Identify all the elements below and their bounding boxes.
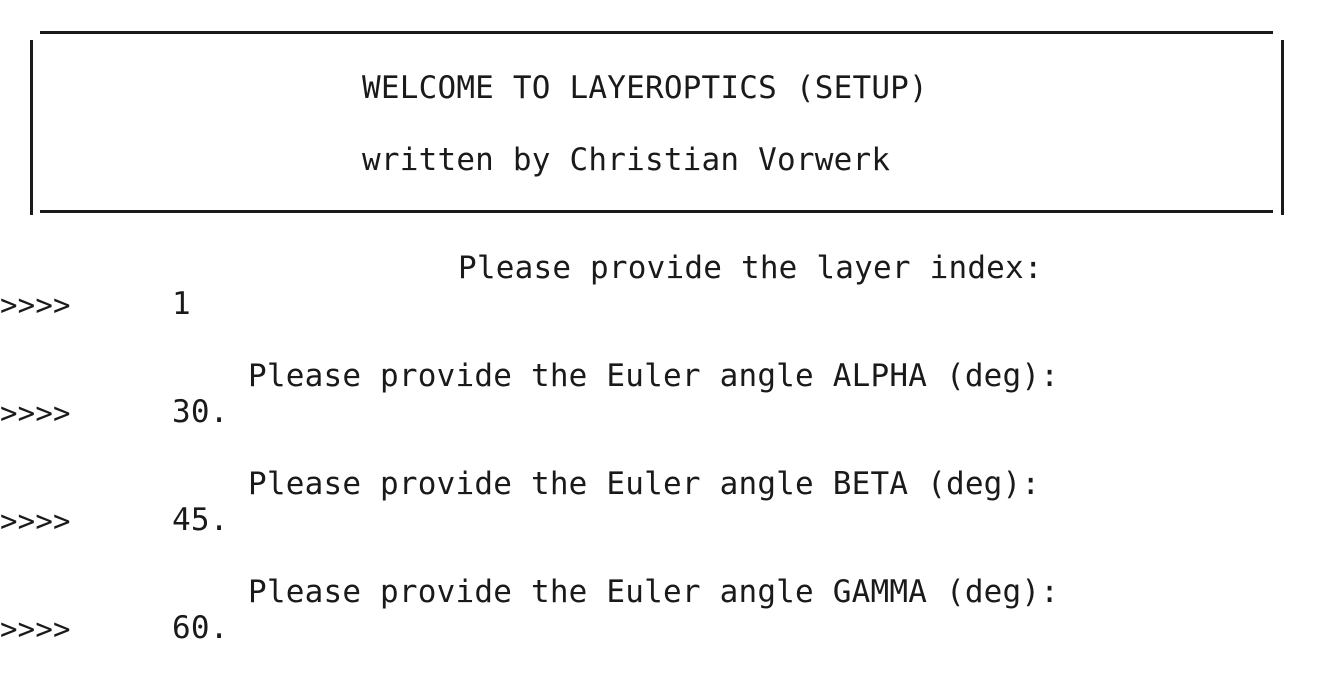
banner-author: written by Christian Vorwerk [362, 142, 891, 178]
input-marker: >>>> [0, 612, 71, 646]
input-marker: >>>> [0, 396, 71, 430]
input-value-euler-alpha: 30. [172, 394, 229, 430]
banner-title: WELCOME TO LAYEROPTICS (SETUP) [362, 70, 928, 106]
welcome-banner [30, 31, 1284, 215]
prompt-euler-gamma: Please provide the Euler angle GAMMA (de… [248, 574, 1060, 610]
banner-bottom-border [40, 210, 1273, 213]
input-value-euler-gamma: 60. [172, 610, 229, 646]
banner-right-border [1281, 40, 1284, 215]
prompt-layer-index: Please provide the layer index: [458, 250, 1043, 286]
prompt-euler-alpha: Please provide the Euler angle ALPHA (de… [248, 358, 1060, 394]
input-value-layer-index: 1 [172, 286, 191, 322]
banner-top-border [40, 31, 1273, 34]
prompt-euler-beta: Please provide the Euler angle BETA (deg… [248, 466, 1041, 502]
input-marker: >>>> [0, 288, 71, 322]
input-value-euler-beta: 45. [172, 502, 229, 538]
input-marker: >>>> [0, 504, 71, 538]
banner-left-border [30, 40, 33, 215]
